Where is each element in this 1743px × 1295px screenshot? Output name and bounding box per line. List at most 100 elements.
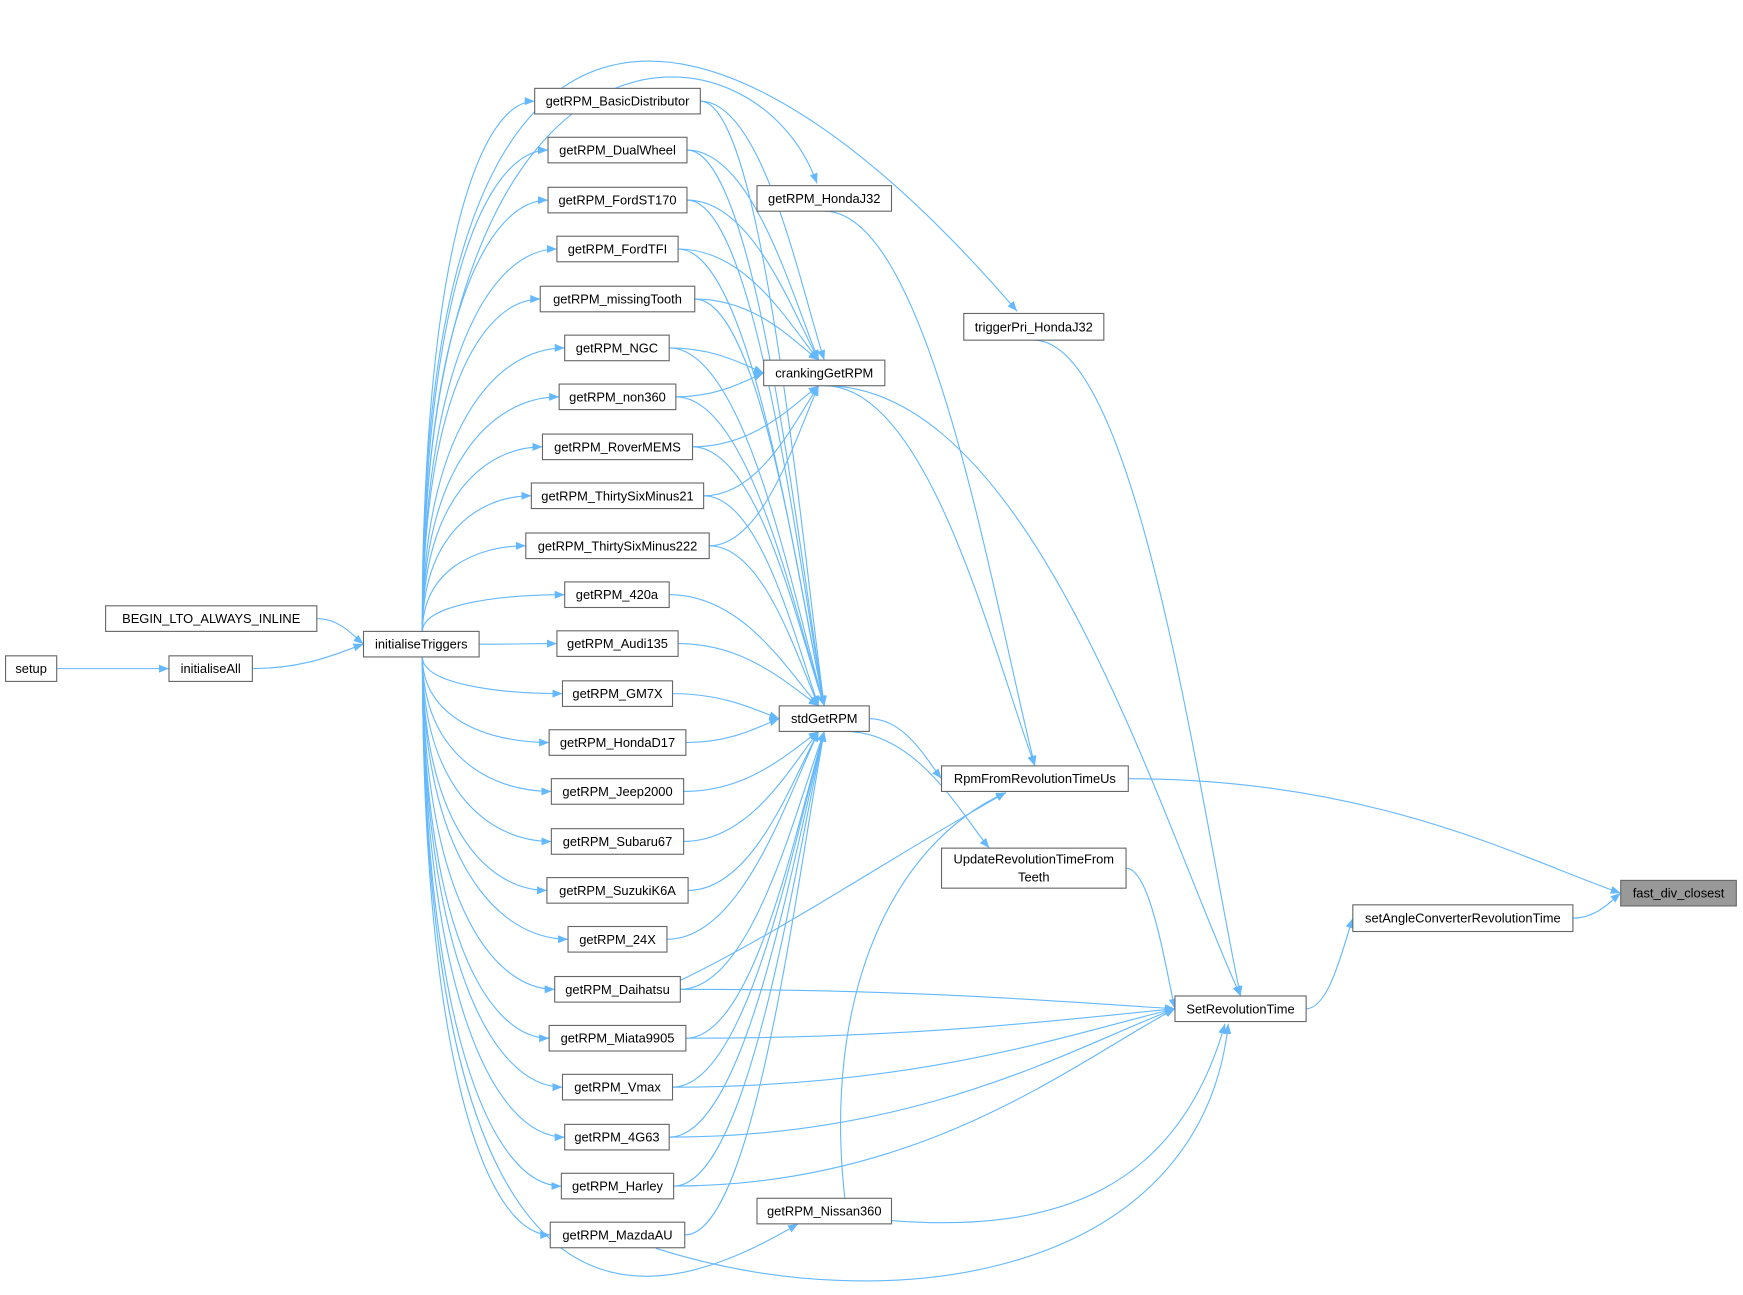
node-box — [362, 630, 480, 658]
node-label: initialiseAll — [181, 661, 241, 676]
node-nissan360[interactable]: getRPM_Nissan360 — [756, 1197, 893, 1225]
edge-rovermems-to-std — [692, 446, 825, 707]
edge-inittrig-to-420a — [421, 590, 565, 632]
edge-vmax-to-std — [672, 731, 826, 1088]
edge-vmax-to-setrev — [672, 1007, 1176, 1088]
node-label: getRPM_Nissan360 — [767, 1204, 882, 1219]
node-fordst170[interactable]: getRPM_FordST170 — [547, 186, 688, 214]
node-label: getRPM_HondaJ32 — [768, 191, 880, 206]
edge-gm7x-to-std — [672, 693, 780, 720]
node-label: setup — [15, 661, 46, 676]
edge-inittrig-to-daihatsu — [421, 656, 555, 994]
node-triggerpri[interactable]: triggerPri_HondaJ32 — [963, 312, 1105, 341]
node-label: getRPM_NGC — [576, 340, 658, 355]
edge-setrev-to-setangle — [1306, 917, 1354, 1010]
node-box — [534, 87, 701, 115]
edge-inittrig-to-mazdaau — [421, 656, 551, 1239]
node-box — [1352, 904, 1574, 933]
node-label: triggerPri_HondaJ32 — [975, 319, 1093, 334]
node-4g63[interactable]: getRPM_4G63 — [564, 1123, 670, 1151]
node-box — [561, 680, 674, 707]
node-box — [763, 359, 886, 387]
node-box — [1620, 879, 1737, 907]
edge-harley-to-setrev — [673, 1008, 1176, 1187]
node-hondad17[interactable]: getRPM_HondaD17 — [548, 729, 687, 756]
node-basicdistributor[interactable]: getRPM_BasicDistributor — [534, 87, 701, 115]
edge-initall-to-inittrig — [252, 643, 364, 670]
node-24x[interactable]: getRPM_24X — [567, 925, 668, 953]
edge-fordst170-to-cranking — [686, 199, 820, 361]
edge-inittrig-to-tsm222 — [421, 541, 526, 632]
node-dualwheel[interactable]: getRPM_DualWheel — [547, 136, 688, 164]
edge-daihatsu-to-std — [680, 731, 825, 990]
edge-std-to-rpmfrom — [869, 718, 942, 780]
edge-inittrig-to-24x — [421, 656, 569, 944]
edge-4g63-to-std — [669, 731, 826, 1138]
node-box — [564, 334, 670, 362]
edge-inittrig-to-dualwheel — [421, 146, 549, 632]
edge-inittrig-to-gm7x — [421, 656, 563, 698]
node-label: initialiseTriggers — [375, 637, 468, 652]
node-jeep2000[interactable]: getRPM_Jeep2000 — [550, 778, 685, 805]
node-label: getRPM_Vmax — [574, 1080, 661, 1095]
node-suzukik6a[interactable]: getRPM_SuzukiK6A — [546, 877, 689, 904]
node-box — [778, 705, 870, 732]
edge-triggerpri-to-setrev — [1033, 339, 1243, 997]
node-rpmfrom[interactable]: RpmFromRevolutionTimeUs — [940, 765, 1129, 793]
node-ngc[interactable]: getRPM_NGC — [564, 334, 670, 362]
node-vmax[interactable]: getRPM_Vmax — [561, 1073, 674, 1101]
node-fordtfi[interactable]: getRPM_FordTFI — [556, 235, 679, 263]
node-label: getRPM_GM7X — [572, 686, 663, 701]
edge-missingtooth-to-std — [694, 298, 827, 706]
node-rovermems[interactable]: getRPM_RoverMEMS — [541, 433, 694, 461]
node-hondaj32[interactable]: getRPM_HondaJ32 — [756, 185, 893, 212]
edge-miata9905-to-std — [685, 731, 826, 1039]
node-begin[interactable]: BEGIN_LTO_ALWAYS_INLINE — [105, 605, 318, 632]
edge-nissan360-to-setrev — [891, 1023, 1227, 1224]
edge-inittrig-to-subaru67 — [421, 656, 552, 846]
node-box — [564, 1123, 670, 1151]
edge-hondaj32-to-rpmfrom — [824, 210, 1037, 767]
edge-inittrig-to-basicdistributor — [421, 97, 535, 632]
node-missingtooth[interactable]: getRPM_missingTooth — [539, 285, 696, 313]
edge-ngc-to-std — [669, 347, 826, 707]
node-tsm222[interactable]: getRPM_ThirtySixMinus222 — [525, 532, 710, 560]
edge-basicdistributor-to-std — [700, 100, 827, 706]
edge-inittrig-to-miata9905 — [421, 656, 550, 1043]
edge-non360-to-cranking — [675, 372, 764, 398]
edge-inittrig-to-fordst170 — [421, 196, 549, 632]
node-label: getRPM_Harley — [572, 1179, 663, 1194]
edge-subaru67-to-std — [683, 731, 820, 843]
edge-inittrig-to-ngc — [421, 343, 565, 632]
node-daihatsu[interactable]: getRPM_Daihatsu — [554, 975, 681, 1003]
edge-inittrig-to-vmax — [421, 656, 563, 1092]
node-audi135[interactable]: getRPM_Audi135 — [556, 630, 679, 657]
edge-inittrig-to-tsm21 — [421, 491, 532, 632]
node-gm7x[interactable]: getRPM_GM7X — [561, 680, 674, 707]
node-inittrig[interactable]: initialiseTriggers — [362, 630, 480, 658]
node-box — [168, 655, 253, 682]
node-cranking[interactable]: crankingGetRPM — [763, 359, 886, 387]
node-non360[interactable]: getRPM_non360 — [558, 383, 677, 411]
node-label: getRPM_DualWheel — [559, 143, 676, 158]
node-label: stdGetRPM — [791, 711, 858, 726]
node-box — [556, 630, 679, 657]
node-box — [546, 877, 689, 904]
node-subaru67[interactable]: getRPM_Subaru67 — [550, 828, 685, 855]
node-setangle[interactable]: setAngleConverterRevolutionTime — [1352, 904, 1574, 933]
node-setrev[interactable]: SetRevolutionTime — [1174, 995, 1307, 1023]
node-initall[interactable]: initialiseAll — [168, 655, 253, 682]
node-harley[interactable]: getRPM_Harley — [560, 1172, 675, 1200]
node-tsm21[interactable]: getRPM_ThirtySixMinus21 — [530, 482, 705, 510]
node-fast-div-closest[interactable]: fast_div_closest — [1620, 879, 1737, 907]
node-mazdaau[interactable]: getRPM_MazdaAU — [549, 1221, 686, 1249]
node-miata9905[interactable]: getRPM_Miata9905 — [548, 1024, 687, 1052]
edge-begin-to-inittrig — [316, 618, 364, 645]
node-box — [756, 185, 893, 212]
node-std[interactable]: stdGetRPM — [778, 705, 870, 732]
node-label: getRPM_4G63 — [574, 1130, 659, 1145]
node-setup[interactable]: setup — [5, 655, 58, 682]
node-420a[interactable]: getRPM_420a — [564, 581, 670, 609]
